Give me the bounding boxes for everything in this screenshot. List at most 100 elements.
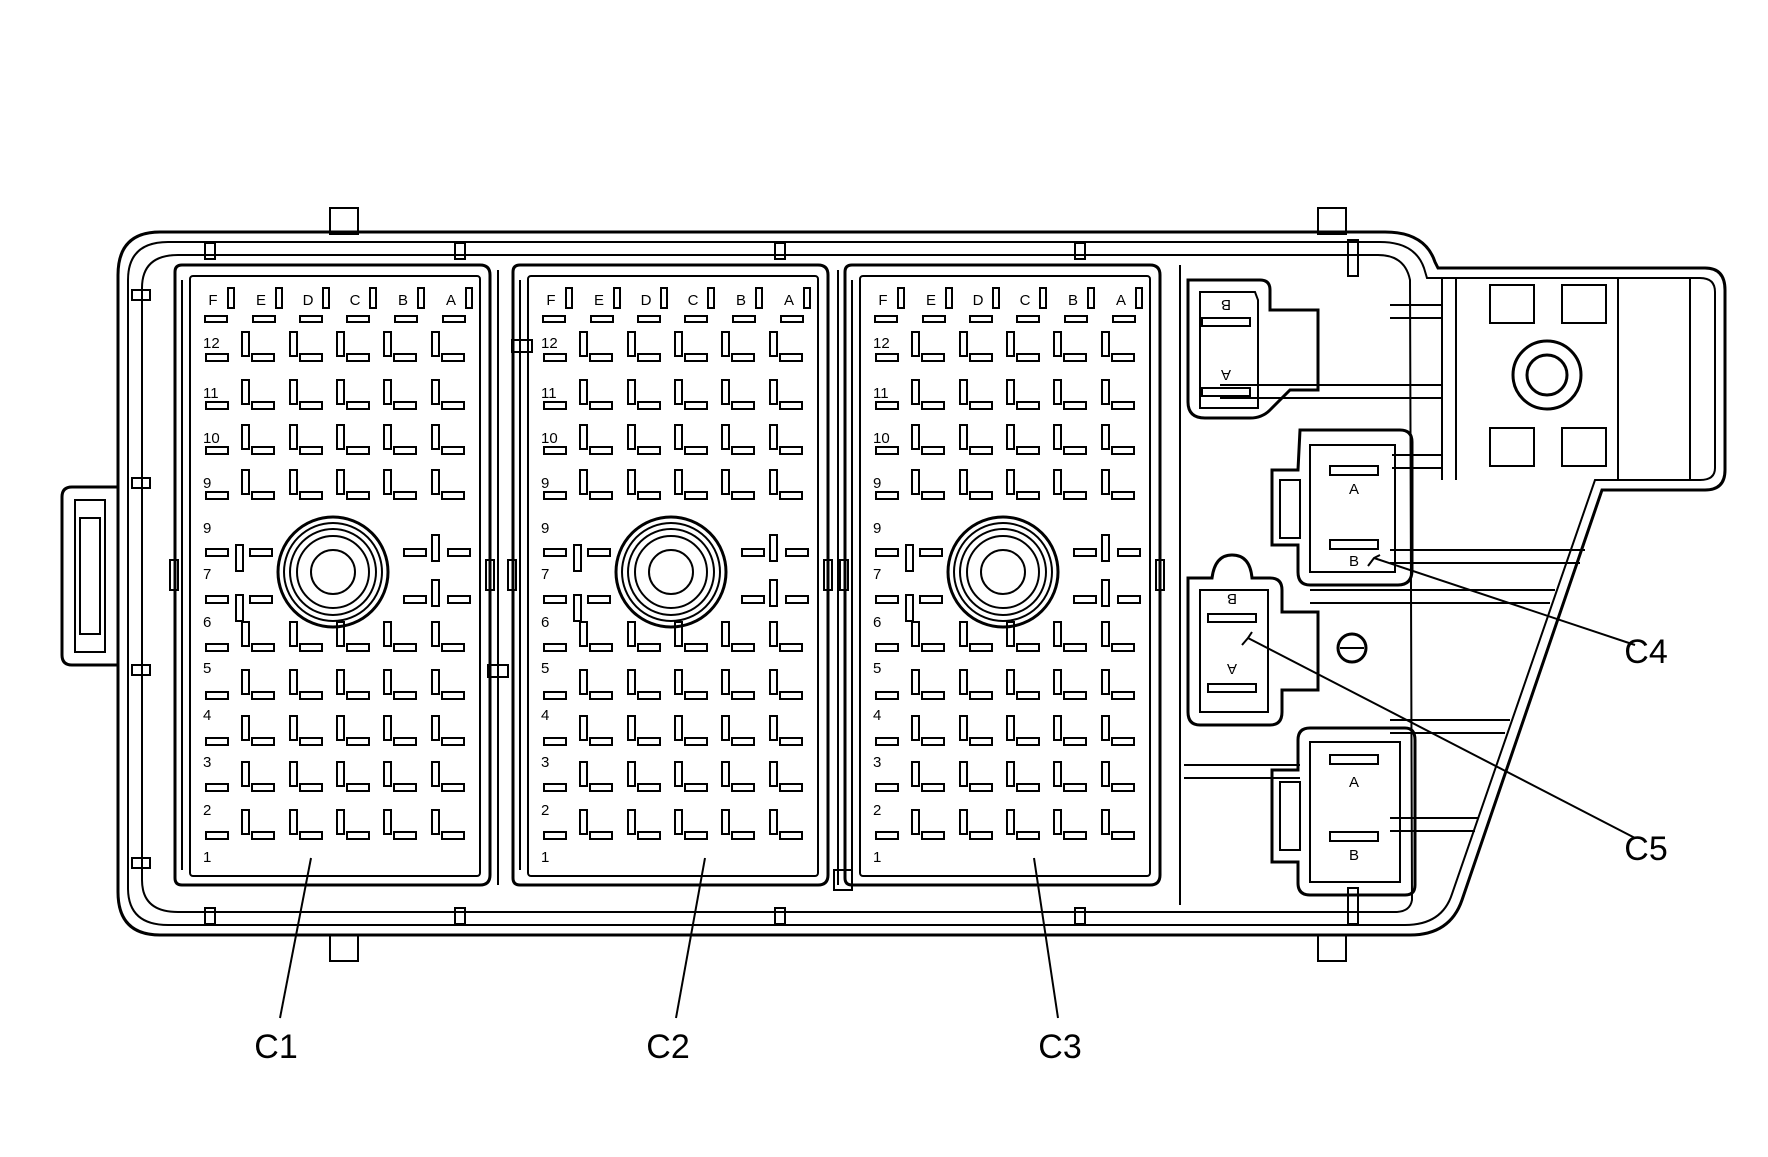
c4-leader-line — [1373, 557, 1636, 646]
c1-row-label-12: 12 — [203, 335, 220, 352]
c1-pin-terminal — [383, 761, 392, 787]
c3-pin-terminal — [1073, 595, 1097, 604]
c1-outer-shell — [173, 263, 492, 887]
c3-column-label-e: E — [926, 292, 936, 309]
c1-pin-terminal — [393, 691, 417, 700]
c2-pin-terminal — [637, 737, 661, 746]
c1-pin-terminal — [299, 737, 323, 746]
c2-pin-terminal — [779, 401, 803, 410]
c3-pin-terminal — [1053, 469, 1062, 495]
c2-pin-terminal — [731, 353, 755, 362]
c1-pin-terminal — [241, 809, 250, 835]
c2-pin-terminal — [769, 579, 778, 607]
c3-pin-terminal — [969, 737, 993, 746]
c3-pin-terminal — [969, 783, 993, 792]
c1-pin-terminal — [251, 353, 275, 362]
c1-pin-terminal — [383, 715, 392, 741]
c1-pin-terminal — [241, 379, 250, 405]
c2-pin-terminal — [731, 643, 755, 652]
c2-pin-terminal — [779, 643, 803, 652]
c1-pin-terminal — [431, 579, 440, 607]
c2-column-label-b: B — [736, 292, 746, 309]
c3-pin-terminal — [905, 594, 914, 622]
c2-pin-terminal — [721, 715, 730, 741]
c1-pin-terminal — [289, 809, 298, 835]
c1-pin-terminal — [289, 331, 298, 357]
c2-pin-terminal — [674, 715, 683, 741]
c2-hub-ring — [614, 515, 728, 629]
c2-pin-terminal — [627, 715, 636, 741]
c2-pin-terminal — [721, 669, 730, 695]
c2-pin-terminal — [779, 491, 803, 500]
c3-pin-terminal — [969, 401, 993, 410]
c3-inner-face — [859, 275, 1151, 877]
c2-pin-terminal — [627, 809, 636, 835]
c1-pin-terminal — [441, 737, 465, 746]
c1-pin-terminal — [346, 353, 370, 362]
c3-pin-terminal — [1063, 446, 1087, 455]
c5-pin-a-label: A — [1227, 660, 1237, 677]
c1-pin-terminal — [393, 643, 417, 652]
c2-pin-terminal — [769, 715, 778, 741]
c3-pin-terminal — [969, 691, 993, 700]
c1-pin-terminal — [336, 669, 345, 695]
c1-pin-terminal — [346, 491, 370, 500]
c2-pin-terminal — [741, 548, 765, 557]
c2-row-label-10: 10 — [541, 430, 558, 447]
c2-pin-terminal — [721, 469, 730, 495]
c1-row-label-1: 1 — [203, 849, 211, 866]
c1-pin-terminal — [393, 353, 417, 362]
c3-pin-terminal — [1111, 783, 1135, 792]
c3-pin-terminal — [1063, 831, 1087, 840]
c2-pin-terminal — [674, 469, 683, 495]
c1-pin-terminal — [205, 548, 229, 557]
c2-callout-label: C2 — [646, 1028, 689, 1066]
c1-pin-terminal — [289, 621, 298, 647]
c2-pin-terminal — [579, 715, 588, 741]
c2-pin-terminal — [579, 469, 588, 495]
c2-pin-terminal — [579, 379, 588, 405]
c3-pin-terminal — [959, 424, 968, 450]
c2-pin-terminal — [674, 761, 683, 787]
c2-pin-terminal — [543, 548, 567, 557]
c2-pin-terminal — [627, 424, 636, 450]
c2-pin-terminal — [779, 831, 803, 840]
c3-center-bolt — [980, 549, 1026, 595]
c1-row-label-5: 5 — [203, 660, 211, 677]
c2-pin-terminal — [731, 491, 755, 500]
c2-row-label-4: 4 — [541, 707, 549, 724]
c3-row-label-3: 3 — [873, 754, 881, 771]
c1-pin-terminal — [251, 831, 275, 840]
c2-pin-terminal — [589, 783, 613, 792]
c3-row-label-4: 4 — [873, 707, 881, 724]
c3-pin-terminal — [1006, 331, 1015, 357]
c2-pin-terminal — [779, 737, 803, 746]
c1-pin-terminal — [289, 469, 298, 495]
c3-pin-terminal — [959, 761, 968, 787]
upper-pin-b-label: B — [1221, 296, 1231, 313]
c2-pin-terminal — [721, 424, 730, 450]
c1-pin-terminal — [431, 761, 440, 787]
c2-hub-ring — [621, 522, 721, 622]
c3-pin-terminal — [1111, 353, 1135, 362]
c3-pin-terminal — [921, 783, 945, 792]
c1-pin-terminal — [441, 831, 465, 840]
c3-pin-terminal — [1063, 401, 1087, 410]
c2-pin-terminal — [579, 621, 588, 647]
c2-pin-terminal — [589, 353, 613, 362]
c3-pin-terminal — [1117, 595, 1141, 604]
lower-pin-b-label: B — [1349, 847, 1359, 864]
c2-pin-terminal — [769, 761, 778, 787]
c1-pin-terminal — [299, 783, 323, 792]
c1-pin-terminal — [336, 469, 345, 495]
c1-column-label-b: B — [398, 292, 408, 309]
c1-pin-terminal — [299, 401, 323, 410]
c2-pin-terminal — [637, 691, 661, 700]
c1-pin-terminal — [441, 783, 465, 792]
c2-pin-terminal — [769, 669, 778, 695]
c2-pin-terminal — [769, 469, 778, 495]
c5-leader-line — [1247, 637, 1636, 839]
c1-hub-ring — [276, 515, 390, 629]
